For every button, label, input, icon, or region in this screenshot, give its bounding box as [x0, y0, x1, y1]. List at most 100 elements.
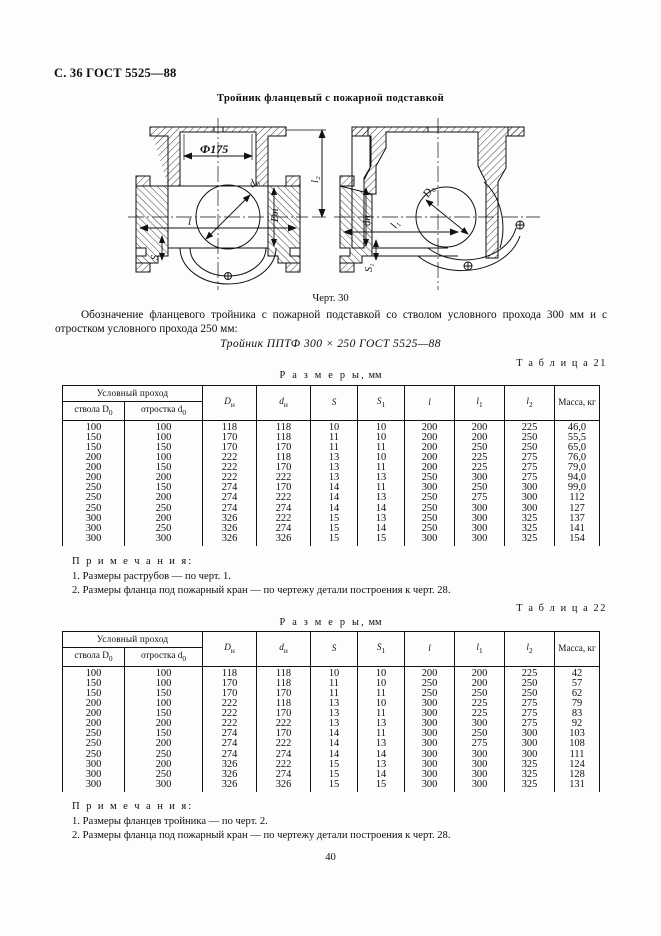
table-21-header-Dn: Dн — [202, 385, 258, 421]
table-cell: 154 — [554, 533, 601, 546]
table-22-header-S: S — [310, 631, 359, 667]
table-21-header-otrostka: отростка d0 — [123, 401, 204, 421]
table-cell: 79 — [554, 698, 601, 710]
table-cell: 200 — [123, 473, 204, 484]
table-cell: 99,0 — [554, 483, 601, 494]
figure-title: Тройник фланцевый с пожарной подставкой — [216, 93, 444, 104]
label-dn: dн — [361, 215, 373, 227]
table-21-notes: П р и м е ч а н и я: 1. Размеры раструбо… — [72, 555, 602, 599]
table-cell: 150 — [123, 483, 204, 494]
table-22-header-mass: Масса, кг — [554, 631, 601, 667]
table-22-header-l: l — [404, 631, 456, 667]
table-22-note-2: 2. Размеры фланца под пожарный кран — по… — [72, 830, 451, 842]
table-cell: 300 — [454, 779, 506, 792]
table-cell: 325 — [504, 533, 556, 546]
table-cell: 94,0 — [554, 473, 601, 484]
table-cell: 111 — [554, 749, 601, 760]
table-cell: 300 — [123, 779, 204, 792]
table-cell: 150 — [123, 729, 204, 740]
table-cell: 55,5 — [554, 432, 601, 444]
table-cell: 83 — [554, 708, 601, 720]
page-number: 40 — [325, 852, 336, 863]
table-21-header-l: l — [404, 385, 456, 421]
table-21-header-l2: l2 — [504, 385, 556, 421]
table-21: Условный проход Dн dн S S1 l l1 l2 Масса… — [61, 385, 601, 546]
table-21-header-group: Условный проход — [61, 385, 204, 402]
label-S: S — [150, 255, 161, 260]
table-cell: 200 — [123, 513, 204, 524]
table-cell: 250 — [123, 523, 204, 534]
table-cell: 326 — [256, 779, 312, 792]
table-cell: 141 — [554, 523, 601, 534]
table-cell: 128 — [554, 769, 601, 780]
table-cell: 57 — [554, 678, 601, 690]
table-cell: 300 — [404, 533, 456, 546]
table-cell: 200 — [123, 493, 204, 504]
table-cell: 112 — [554, 493, 601, 504]
table-cell: 150 — [123, 442, 204, 454]
table-cell: 150 — [123, 688, 204, 700]
table-cell: 124 — [554, 759, 601, 770]
table-cell: 326 — [202, 779, 258, 792]
table-cell: 100 — [123, 432, 204, 444]
table-cell: 250 — [123, 769, 204, 780]
table-22-header-stvola: ствола D0 — [62, 647, 125, 667]
table-22-header-Dn: Dн — [202, 631, 258, 667]
table-cell: 15 — [357, 533, 406, 546]
table-cell: 108 — [554, 739, 601, 750]
table-cell: 100 — [123, 698, 204, 710]
table-22-note-1: 1. Размеры фланцев тройника — по черт. 2… — [72, 815, 268, 827]
table-cell: 100 — [123, 678, 204, 690]
table-22-header-S1: S1 — [357, 631, 406, 667]
table-21-note-2: 2. Размеры фланца под пожарный кран — по… — [72, 585, 451, 597]
table-22-notes-title: П р и м е ч а н и я: — [72, 801, 194, 812]
label-Dn: Dн — [269, 208, 281, 223]
technical-drawing: Ф175 l₂ d₀ Dн l S dн l₁ S₁ D₀ — [128, 108, 548, 293]
table-22-header-l1: l1 — [454, 631, 506, 667]
table-cell: 300 — [123, 533, 204, 546]
table-cell: 42 — [554, 666, 601, 679]
table-22-notes: П р и м е ч а н и я: 1. Размеры фланцев … — [72, 800, 602, 844]
table-cell: 326 — [202, 533, 258, 546]
label-l1: l₁ — [388, 218, 402, 230]
table-cell: 300 — [454, 533, 506, 546]
table-cell: 150 — [123, 708, 204, 720]
table-21-header-stvola: ствола D0 — [62, 401, 125, 421]
table-21-header-S: S — [310, 385, 359, 421]
table-cell: 62 — [554, 688, 601, 700]
table-22-number: Т а б л и ц а 22 — [516, 603, 607, 614]
table-cell: 76,0 — [554, 452, 601, 464]
table-cell: 79,0 — [554, 462, 601, 474]
tee-fitting-drawing: Ф175 l₂ d₀ Dн l S dн l₁ S₁ D₀ — [128, 118, 540, 290]
table-cell: 15 — [357, 779, 406, 792]
table-cell: 46,0 — [554, 420, 601, 433]
table-22-header-l2: l2 — [504, 631, 556, 667]
table-22-header-group: Условный проход — [61, 631, 204, 648]
running-head: С. 36 ГОСТ 5525—88 — [54, 66, 177, 80]
table-cell: 103 — [554, 729, 601, 740]
table-21-header-mass: Масса, кг — [554, 385, 601, 421]
table-21-header-l1: l1 — [454, 385, 506, 421]
table-cell: 326 — [256, 533, 312, 546]
table-cell: 300 — [62, 779, 125, 792]
table-cell: 100 — [123, 666, 204, 679]
table-22-sizes-label: Р а з м е р ы, мм — [279, 617, 382, 628]
